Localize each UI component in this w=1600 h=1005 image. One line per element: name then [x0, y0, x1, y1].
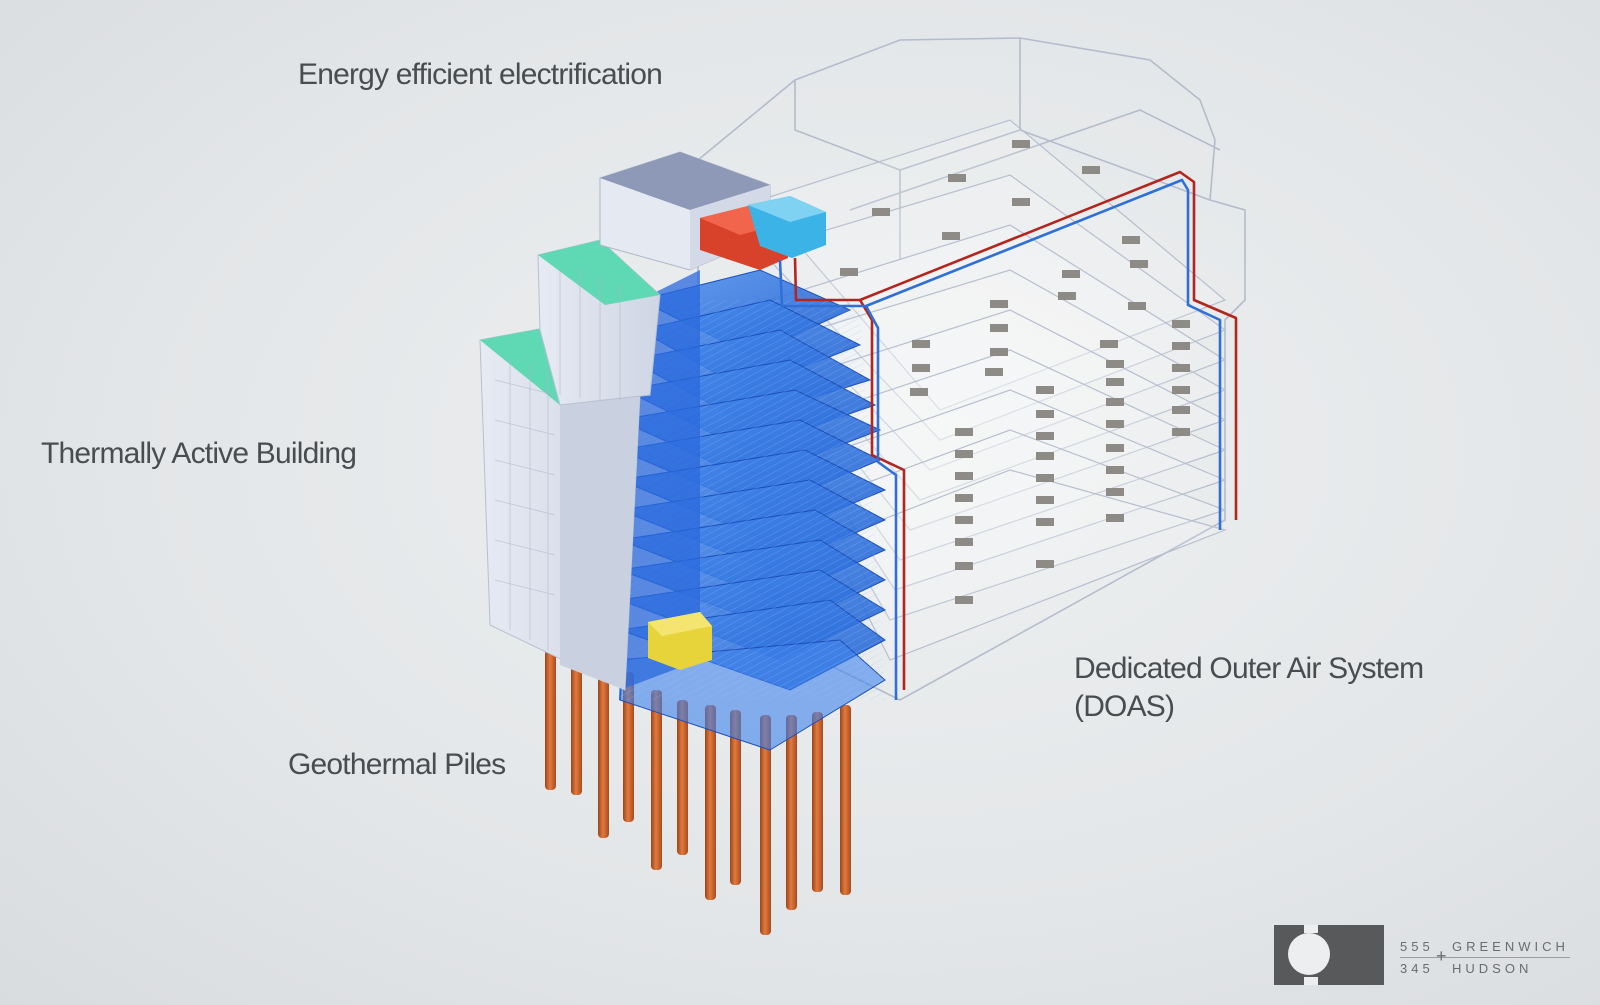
- logo-mark: [1274, 925, 1384, 985]
- logo-plus: +: [1436, 946, 1447, 966]
- geothermal-piles: [545, 650, 851, 935]
- storage-tank-yellow: [648, 612, 712, 670]
- logo-word-top: GREENWICH: [1452, 939, 1569, 954]
- label-doas: Dedicated Outer Air System (DOAS): [1074, 650, 1424, 726]
- label-geothermal-piles: Geothermal Piles: [288, 748, 506, 781]
- equipment-cyan: [748, 196, 826, 258]
- facade-grid: [494, 268, 621, 650]
- logo-number-bottom: 345: [1400, 961, 1434, 976]
- logo-word-bottom: HUDSON: [1452, 961, 1533, 976]
- label-doas-line1: Dedicated Outer Air System: [1074, 652, 1424, 685]
- doas-pipes: [778, 170, 1238, 700]
- label-energy-efficient-electrification: Energy efficient electrification: [298, 58, 663, 91]
- facade-upper: [537, 239, 661, 406]
- logo-divider: [1400, 957, 1570, 958]
- building-outline: [697, 37, 1246, 701]
- label-doas-line2: (DOAS): [1074, 690, 1175, 723]
- label-thermally-active-building: Thermally Active Building: [41, 437, 357, 470]
- logo-number-top: 555: [1400, 939, 1434, 954]
- doas-diffusers: [840, 140, 1190, 604]
- logo-555-greenwich-345-hudson: 555 345 + GREENWICH HUDSON: [1274, 925, 1574, 987]
